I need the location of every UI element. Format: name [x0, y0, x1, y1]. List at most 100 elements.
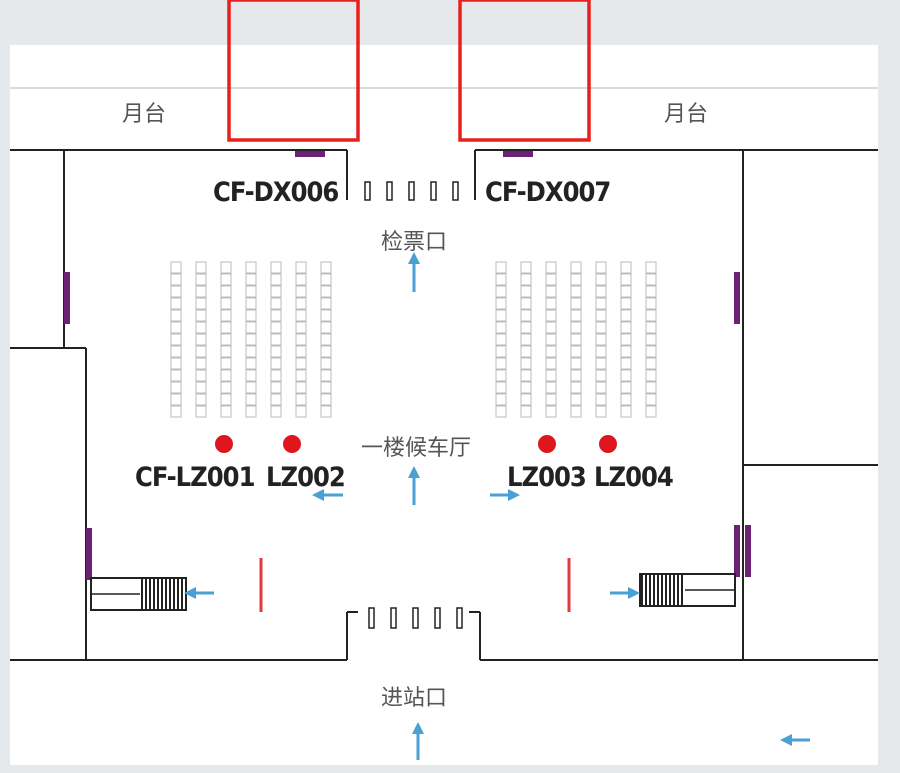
seat	[545, 405, 557, 418]
seat	[195, 333, 207, 346]
seat	[545, 357, 557, 370]
seat	[620, 393, 632, 406]
seat	[245, 393, 257, 406]
seat	[620, 381, 632, 394]
ticket-gate-label: 检票口	[381, 230, 448, 255]
device-label-lz004: LZ004	[594, 462, 674, 493]
seat	[620, 309, 632, 322]
floor-background	[10, 45, 878, 765]
seat	[545, 321, 557, 334]
seat	[645, 381, 657, 394]
entrance-label: 进站口	[381, 686, 448, 711]
seat	[545, 381, 557, 394]
seat	[220, 345, 232, 358]
device-dot-lz004	[599, 435, 617, 453]
seat	[220, 405, 232, 418]
seat	[645, 309, 657, 322]
seat	[320, 393, 332, 406]
escalator-icon	[639, 573, 736, 607]
seat	[220, 285, 232, 298]
seat	[195, 321, 207, 334]
seat	[495, 381, 507, 394]
seat	[170, 345, 182, 358]
device-label-lz003: LZ003	[507, 462, 587, 493]
seat	[270, 321, 282, 334]
seat	[595, 381, 607, 394]
seat	[595, 285, 607, 298]
seat	[620, 321, 632, 334]
seat	[245, 357, 257, 370]
seat	[270, 309, 282, 322]
seat	[295, 285, 307, 298]
door	[734, 525, 740, 577]
seat	[170, 273, 182, 286]
seat	[270, 381, 282, 394]
seat	[520, 393, 532, 406]
seat	[320, 405, 332, 418]
seat	[495, 273, 507, 286]
seat	[295, 345, 307, 358]
seat	[620, 333, 632, 346]
seat	[620, 405, 632, 418]
seat	[170, 285, 182, 298]
device-dot-lz003	[538, 435, 556, 453]
seat	[195, 297, 207, 310]
seat	[495, 405, 507, 418]
seat	[495, 309, 507, 322]
device-label-dx006: CF-DX006	[213, 177, 339, 208]
seat	[320, 369, 332, 382]
seat	[620, 285, 632, 298]
seat	[545, 273, 557, 286]
seat	[545, 393, 557, 406]
seat	[545, 297, 557, 310]
seat	[570, 321, 582, 334]
seat	[595, 261, 607, 274]
seat	[245, 345, 257, 358]
seat	[270, 297, 282, 310]
seat	[520, 357, 532, 370]
seat	[570, 345, 582, 358]
seat	[595, 369, 607, 382]
seat	[170, 309, 182, 322]
seat	[570, 369, 582, 382]
platform-label-left: 月台	[122, 102, 167, 127]
seat	[645, 273, 657, 286]
seat	[645, 393, 657, 406]
seat	[170, 261, 182, 274]
seat	[570, 297, 582, 310]
seat	[570, 261, 582, 274]
seat	[220, 369, 232, 382]
seat	[320, 345, 332, 358]
seat	[570, 393, 582, 406]
highlight-box	[227, 0, 360, 142]
seat	[295, 261, 307, 274]
seat	[195, 273, 207, 286]
seat	[295, 309, 307, 322]
seat	[170, 405, 182, 418]
seat	[520, 273, 532, 286]
seat	[620, 297, 632, 310]
seat	[270, 345, 282, 358]
seat	[545, 261, 557, 274]
seat	[320, 321, 332, 334]
seat	[295, 405, 307, 418]
seat	[495, 357, 507, 370]
seat	[645, 285, 657, 298]
device-label-lz001: CF-LZ001	[135, 462, 255, 493]
seat	[545, 345, 557, 358]
seat	[195, 369, 207, 382]
seat	[545, 333, 557, 346]
seat	[295, 297, 307, 310]
door	[86, 528, 92, 580]
seat	[595, 345, 607, 358]
platform-label-right: 月台	[664, 102, 709, 127]
device-label-dx007: CF-DX007	[485, 177, 611, 208]
seat	[595, 297, 607, 310]
seat	[495, 261, 507, 274]
seat	[295, 393, 307, 406]
seat	[220, 321, 232, 334]
seat	[195, 405, 207, 418]
seat	[595, 309, 607, 322]
highlight-box	[458, 0, 591, 142]
seat	[195, 345, 207, 358]
